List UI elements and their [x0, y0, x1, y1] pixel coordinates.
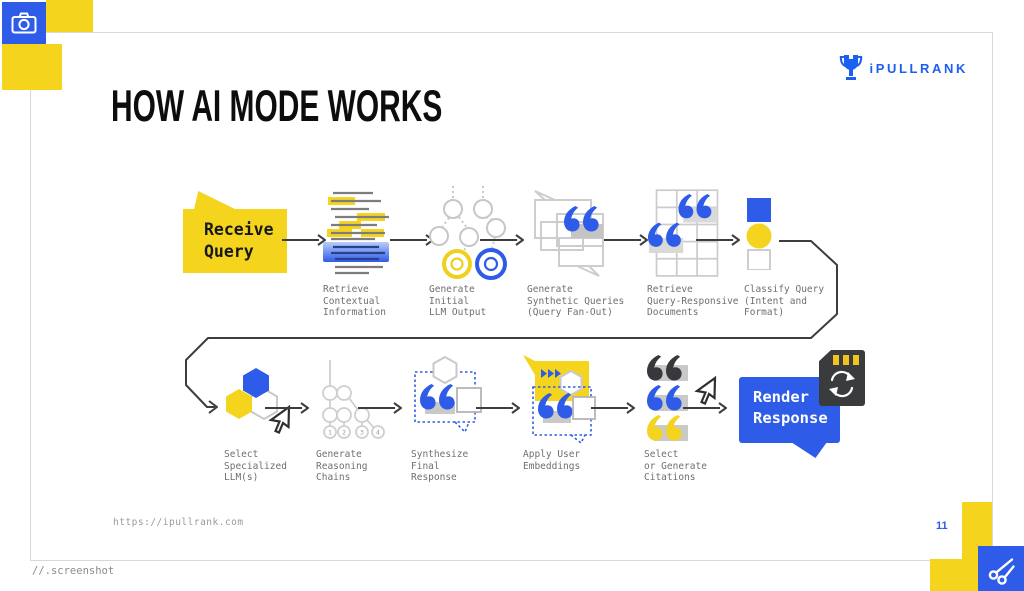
embeddings-bubble-icon	[523, 355, 596, 445]
dotted-bubble-quotes-icon	[414, 356, 482, 434]
bubble-tail	[193, 191, 237, 210]
step-label: Select or Generate Citations	[644, 449, 707, 483]
arrow-right-icon	[390, 234, 434, 246]
logo-text: iPULLRANK	[869, 60, 968, 76]
step-select-or-generate-citations: Select or Generate Citations	[644, 355, 749, 484]
step-label: Classify Query (Intent and Format)	[744, 284, 825, 318]
camera-icon	[11, 12, 37, 34]
arrow-right-icon	[480, 234, 524, 246]
step-label: Generate Initial LLM Output	[429, 284, 487, 318]
arrow-right-icon	[358, 402, 402, 414]
corner-yellow-square-left	[2, 44, 62, 90]
slide-url: https://ipullrank.com	[113, 517, 244, 528]
sync-arrows-icon	[829, 370, 855, 398]
step-label: Retrieve Query-Responsive Documents	[647, 284, 739, 318]
step-retrieve-query-responsive-documents: Retrieve Query-Responsive Documents	[647, 186, 757, 319]
step-synthesize-final-response: Synthesize Final Response	[411, 355, 516, 484]
sd-card-icon	[819, 350, 865, 406]
step-label: Generate Synthetic Queries (Query Fan-Ou…	[527, 284, 625, 318]
scissors-button[interactable]	[978, 546, 1024, 591]
step-select-specialized-llms: Select Specialized LLM(s)	[224, 355, 324, 484]
step-label: Select Specialized LLM(s)	[224, 449, 287, 483]
svg-text:4: 4	[376, 429, 380, 437]
slide-card: iPULLRANK HOW AI MODE WORKS Receive Quer…	[30, 32, 993, 561]
arrow-right-icon	[683, 402, 727, 414]
arrow-right-icon	[265, 402, 309, 414]
ipullrank-logo: iPULLRANK	[839, 53, 968, 83]
watermark-text: //.screenshot	[32, 565, 115, 577]
slide-title: HOW AI MODE WORKS	[111, 81, 443, 131]
camera-button[interactable]	[2, 2, 46, 44]
svg-text:1: 1	[328, 429, 332, 437]
step-classify-query: Classify Query (Intent and Format)	[744, 186, 854, 319]
cursor-icon	[695, 376, 717, 405]
step-retrieve-contextual-information: Retrieve Contextual Information	[323, 186, 423, 319]
step-generate-synthetic-queries: Generate Synthetic Queries (Query Fan-Ou…	[527, 186, 642, 319]
arrow-right-icon	[604, 234, 648, 246]
reasoning-tree-icon: 1 2 3 4	[322, 360, 385, 439]
step-generate-initial-llm-output: Generate Initial LLM Output	[429, 186, 529, 319]
step-generate-reasoning-chains: 1 2 3 4 Generate Reasoning Chains	[316, 355, 411, 484]
document-lines-icon	[323, 191, 389, 275]
arrow-right-icon	[282, 234, 326, 246]
scissors-icon	[988, 557, 1015, 585]
step-label: Apply User Embeddings	[523, 449, 581, 472]
corner-yellow-square-top	[46, 0, 93, 32]
trophy-icon	[840, 55, 863, 80]
svg-text:3: 3	[360, 429, 364, 437]
step-label: Generate Reasoning Chains	[316, 449, 368, 483]
step-label: Retrieve Contextual Information	[323, 284, 386, 318]
arrow-right-icon	[696, 234, 740, 246]
page-number: 11	[936, 520, 948, 532]
arrow-right-icon	[476, 402, 520, 414]
classify-shapes-icon	[746, 198, 772, 270]
hexagons-cursor-icon	[226, 368, 291, 434]
arrow-right-icon	[591, 402, 635, 414]
citations-quotes-icon	[647, 355, 717, 441]
step-label: Synthesize Final Response	[411, 449, 469, 483]
svg-text:2: 2	[342, 429, 346, 437]
bubble-tail	[791, 442, 827, 458]
receive-query-label: Receive Query	[204, 220, 274, 261]
speech-bubbles-quotes-icon	[534, 190, 604, 277]
